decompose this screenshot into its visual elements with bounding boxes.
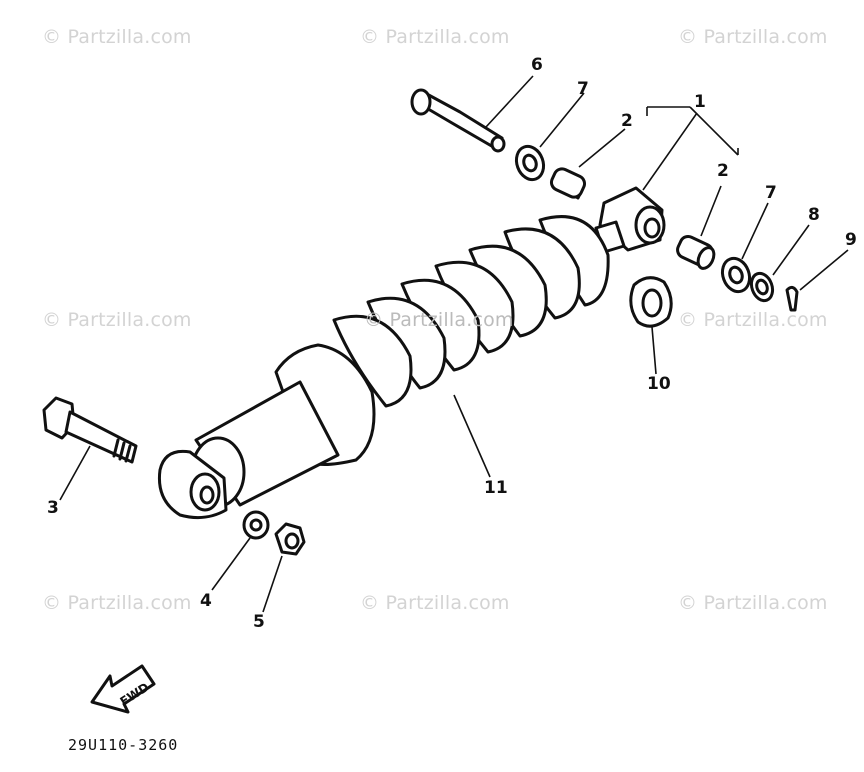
watermark: © Partzilla.com bbox=[678, 309, 828, 331]
part-11-spring[interactable] bbox=[332, 215, 610, 408]
callout-1[interactable]: 1 bbox=[694, 92, 706, 112]
callout-10[interactable]: 10 bbox=[647, 374, 671, 394]
callout-6[interactable]: 6 bbox=[531, 55, 543, 75]
callout-2[interactable]: 2 bbox=[621, 111, 633, 131]
callout-5[interactable]: 5 bbox=[253, 612, 265, 632]
part-6-bolt[interactable] bbox=[410, 88, 506, 153]
part-1-shock-assembly[interactable] bbox=[157, 186, 666, 520]
callout-8[interactable]: 8 bbox=[808, 205, 820, 225]
watermark: © Partzilla.com bbox=[360, 592, 510, 614]
part-3-bolt[interactable] bbox=[42, 396, 138, 464]
part-4-washer[interactable] bbox=[242, 510, 270, 540]
callout-4[interactable]: 4 bbox=[200, 591, 212, 611]
watermark: © Partzilla.com bbox=[678, 592, 828, 614]
watermark: © Partzilla.com bbox=[360, 26, 510, 48]
part-8-washer[interactable] bbox=[748, 270, 776, 303]
part-2-collar[interactable] bbox=[675, 234, 717, 271]
callout-2[interactable]: 2 bbox=[717, 161, 729, 181]
diagram-code: 29U110-3260 bbox=[68, 736, 179, 754]
part-5-nut[interactable] bbox=[274, 522, 306, 556]
callout-7[interactable]: 7 bbox=[765, 183, 777, 203]
callout-3[interactable]: 3 bbox=[47, 498, 59, 518]
watermark: © Partzilla.com bbox=[678, 26, 828, 48]
part-7-washer[interactable] bbox=[512, 143, 548, 184]
callout-11[interactable]: 11 bbox=[484, 478, 508, 498]
watermark: © Partzilla.com bbox=[42, 592, 192, 614]
callout-7[interactable]: 7 bbox=[577, 79, 589, 99]
fwd-arrow-icon bbox=[90, 664, 156, 714]
part-2-collar[interactable] bbox=[549, 166, 587, 200]
part-10-adjuster-nut[interactable] bbox=[629, 276, 673, 328]
center-watermark: © Partzilla.com bbox=[364, 309, 514, 331]
part-7-washer[interactable] bbox=[718, 255, 754, 296]
watermark: © Partzilla.com bbox=[42, 26, 192, 48]
watermark: © Partzilla.com bbox=[42, 309, 192, 331]
callout-9[interactable]: 9 bbox=[845, 230, 857, 250]
part-9-cotter-pin[interactable] bbox=[785, 285, 799, 312]
